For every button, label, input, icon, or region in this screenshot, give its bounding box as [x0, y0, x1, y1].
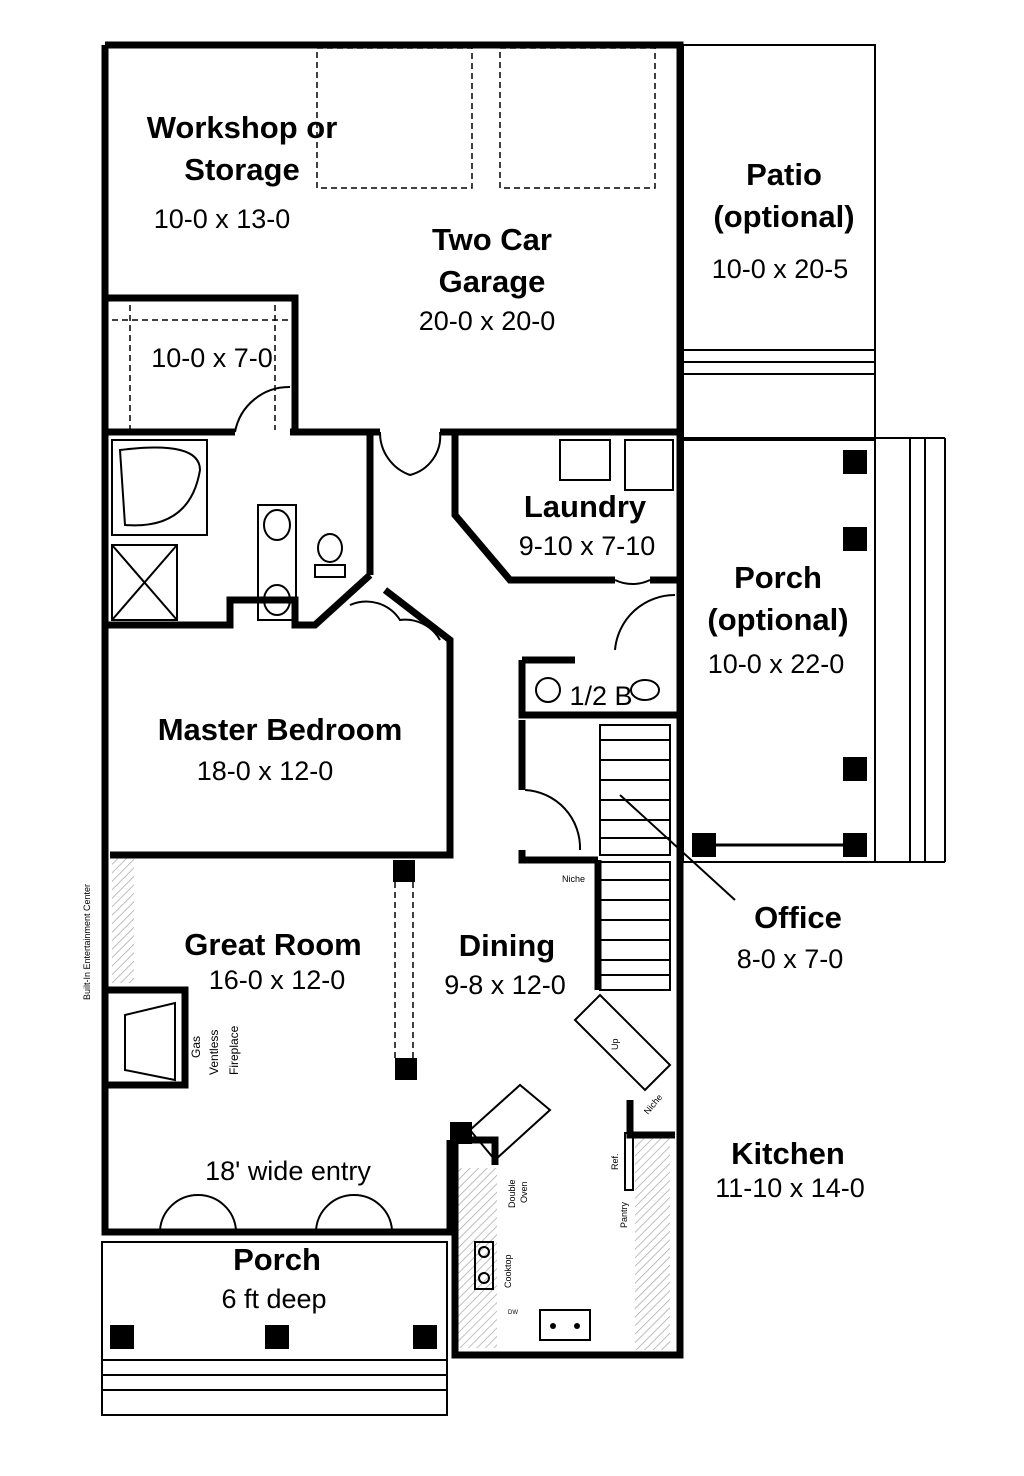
master-size: 18-0 x 12-0 [197, 756, 334, 786]
column [393, 860, 472, 1144]
office-pointer [619, 794, 736, 901]
up-label: Up [610, 1038, 620, 1050]
patio-outline [682, 44, 876, 441]
garage-label-2: Garage [439, 264, 546, 299]
patio-label-2: (optional) [713, 199, 854, 234]
front-porch-label: Porch [233, 1242, 321, 1277]
laundry-appliances [559, 439, 674, 491]
side-porch-label-2: (optional) [707, 602, 848, 637]
half-bath-label: 1/2 B [569, 681, 632, 711]
niche-label-1: Niche [562, 874, 585, 884]
pantry-label: Pantry [619, 1201, 629, 1228]
stairs [573, 724, 672, 1092]
office-label: Office [754, 900, 842, 935]
double-oven-label-1: Double [507, 1179, 517, 1208]
niche-label-2: Niche [642, 1092, 664, 1116]
garage-parking-marks [316, 47, 656, 189]
porch-post [692, 450, 867, 857]
fireplace-label-3: Fireplace [227, 1025, 241, 1075]
patio-size: 10-0 x 20-5 [712, 254, 849, 284]
office-size: 8-0 x 7-0 [737, 944, 844, 974]
shower-icon [111, 544, 178, 621]
cooktop-icon [474, 1241, 494, 1290]
toilet-icon [314, 533, 346, 578]
workshop-size: 10-0 x 13-0 [154, 204, 291, 234]
tub-icon [111, 439, 208, 536]
refrigerator-icon [624, 1132, 634, 1191]
fireplace-label-1: Gas [189, 1036, 203, 1058]
closet-size: 10-0 x 7-0 [151, 343, 273, 373]
dining-label: Dining [459, 928, 555, 963]
great-room-label: Great Room [184, 927, 361, 962]
kitchen-sink-icon [539, 1309, 591, 1341]
side-porch-label: Porch [734, 560, 822, 595]
master-label: Master Bedroom [158, 712, 403, 747]
fireplace-icon [124, 1001, 176, 1082]
kitchen-label: Kitchen [731, 1136, 845, 1171]
garage-size: 20-0 x 20-0 [419, 306, 556, 336]
closet-shelving [112, 305, 290, 430]
fireplace-label-2: Ventless [207, 1030, 221, 1075]
ref-label: Ref. [610, 1153, 620, 1170]
laundry-label: Laundry [524, 489, 647, 524]
garage-label: Two Car [432, 222, 552, 257]
entertainment-center-label: Built-In Entertainment Center [82, 884, 92, 1000]
entry-note: 18' wide entry [205, 1156, 371, 1186]
interior-walls [101, 294, 680, 1165]
patio-label: Patio [746, 157, 822, 192]
sink-icon [257, 504, 297, 621]
kitchen-island [468, 1083, 552, 1162]
door-swing [159, 385, 676, 1231]
workshop-label: Workshop or [147, 110, 338, 145]
side-porch-size: 10-0 x 22-0 [708, 649, 845, 679]
double-oven-label-2: Oven [519, 1181, 529, 1203]
kitchen-size: 11-10 x 14-0 [715, 1173, 865, 1203]
front-porch-size: 6 ft deep [221, 1284, 326, 1314]
dishwasher-label: DW [508, 1310, 518, 1316]
workshop-label-2: Storage [184, 152, 299, 187]
front-porch-outline [101, 1241, 448, 1416]
cooktop-label: Cooktop [503, 1254, 513, 1288]
great-room-size: 16-0 x 12-0 [209, 965, 346, 995]
laundry-size: 9-10 x 7-10 [519, 531, 656, 561]
half-bath-fixtures [535, 677, 660, 703]
dining-size: 9-8 x 12-0 [444, 970, 566, 1000]
